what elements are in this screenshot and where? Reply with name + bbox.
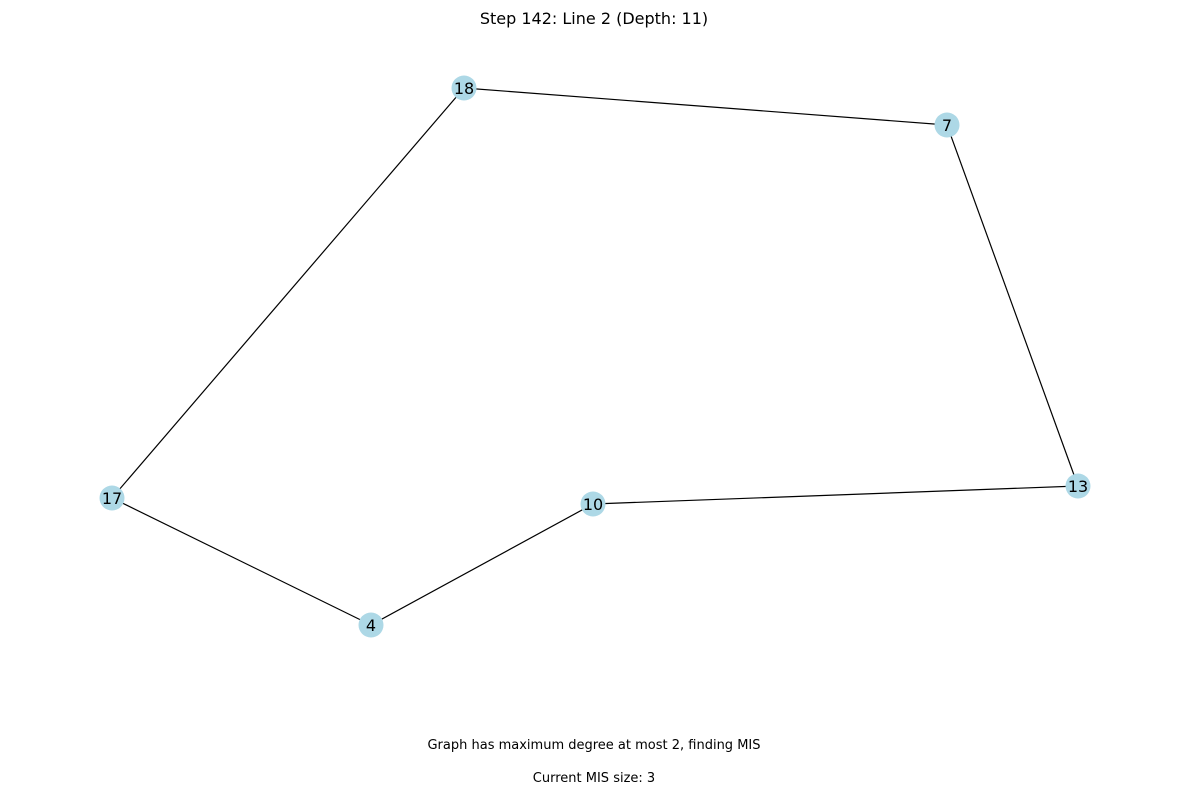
edge-17-18 bbox=[111, 87, 465, 499]
mis-size-caption: Current MIS size: 3 bbox=[533, 771, 655, 786]
edge-13-10 bbox=[592, 485, 1079, 505]
node-7: 7 bbox=[934, 112, 960, 138]
node-label: 4 bbox=[366, 616, 376, 635]
graph-nodes: 18 7 13 10 4 17 bbox=[99, 75, 1091, 638]
node-label: 17 bbox=[102, 489, 122, 508]
figure-title: Step 142: Line 2 (Depth: 11) bbox=[480, 9, 708, 28]
status-caption: Graph has maximum degree at most 2, find… bbox=[427, 738, 760, 753]
node-18: 18 bbox=[451, 75, 477, 101]
edge-7-13 bbox=[946, 124, 1079, 487]
edge-10-4 bbox=[370, 503, 594, 626]
node-label: 7 bbox=[942, 116, 952, 135]
node-label: 18 bbox=[454, 79, 474, 98]
node-4: 4 bbox=[358, 612, 384, 638]
node-circle bbox=[1065, 473, 1091, 499]
node-label: 13 bbox=[1068, 477, 1088, 496]
node-circle bbox=[358, 612, 384, 638]
node-label: 10 bbox=[583, 495, 603, 514]
node-10: 10 bbox=[580, 491, 606, 517]
node-circle bbox=[99, 485, 125, 511]
node-circle bbox=[451, 75, 477, 101]
edge-18-7 bbox=[463, 87, 948, 126]
node-17: 17 bbox=[99, 485, 125, 511]
node-circle bbox=[580, 491, 606, 517]
edge-4-17 bbox=[111, 497, 372, 626]
graph-edges bbox=[111, 87, 1079, 626]
node-13: 13 bbox=[1065, 473, 1091, 499]
node-circle bbox=[934, 112, 960, 138]
